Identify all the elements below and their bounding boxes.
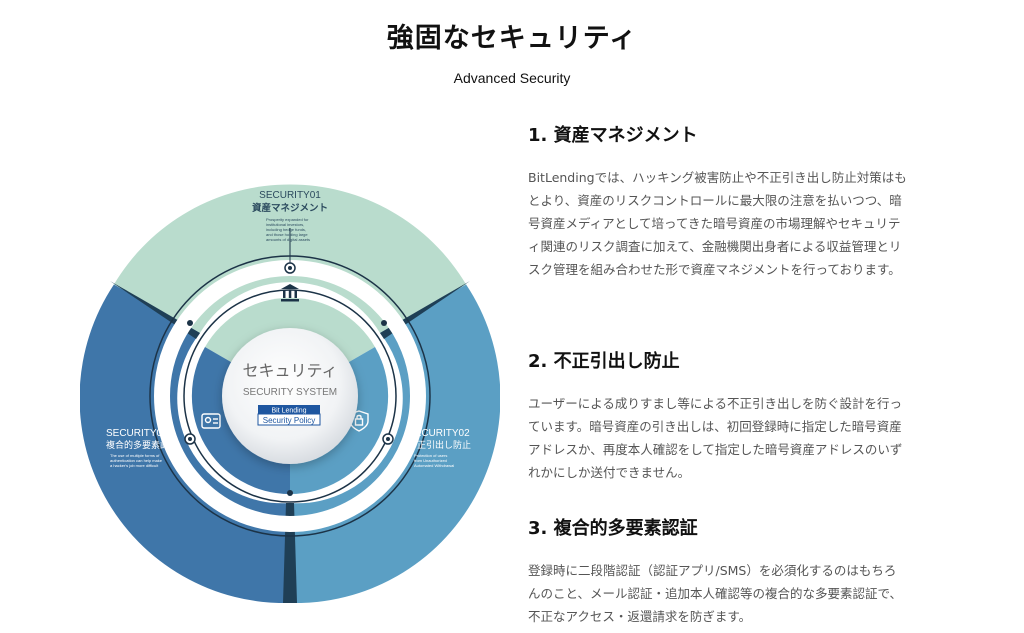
seg3-small-2: a hacker's job more difficult (110, 463, 159, 468)
seg1-label: SECURITY01 (259, 190, 321, 201)
seg2-small-2: Automated Withdrawal (414, 463, 454, 468)
dot-left-inner (188, 437, 192, 441)
seg2-label: SECURITY02 (408, 428, 470, 439)
section-heading: 2. 不正引出し防止 (528, 351, 680, 372)
seg1-small-2: including hedge funds, (266, 227, 306, 232)
body-line: れかにしか送付できません。 (528, 465, 691, 480)
section-multi-factor-auth: 3. 複合的多要素認証 登録時に二段階認証（認証アプリ/SMS）を必須化するのは… (528, 514, 948, 628)
security-diagram: セキュリティ SECURITY SYSTEM Bit Lending Secur… (80, 183, 500, 603)
seg1-small-3: and those holding large (266, 232, 308, 237)
id-card-icon (201, 413, 221, 429)
section-withdrawal-protection: 2. 不正引出し防止 ユーザーによる成りすまし等による不正引き出しを防ぐ設計を行… (528, 347, 948, 484)
center-title: セキュリティ (242, 361, 337, 380)
bank-icon (281, 284, 299, 302)
body-line: ィ関連のリスク調査に加えて、金融機関出身者による収益管理とリ (528, 239, 902, 254)
section-heading: 3. 複合的多要素認証 (528, 518, 698, 539)
dot-right-inner (386, 437, 390, 441)
page-title: 強固なセキュリティ (386, 23, 638, 54)
seg3-title: 複合的多要素認証 (106, 439, 178, 451)
seg2-small-0: Protection of users (414, 453, 447, 458)
seg2-small-1: from Unauthorized (414, 458, 447, 463)
seg1-small-1: institutional investors, (266, 222, 304, 227)
segment-security03 (80, 284, 290, 603)
dot-top-inner (288, 266, 292, 270)
body-line: 不正なアクセス・返還請求を防ぎます。 (528, 609, 752, 624)
seg1-small-4: amounts of digital assets (266, 237, 310, 242)
body-line: スク管理を組み合わせた形で資産マネジメントを行っております。 (528, 262, 901, 277)
seg3-small-0: The use of multiple forms of (110, 453, 160, 458)
badge-line1: Bit Lending (271, 408, 306, 415)
badge-top-bar (258, 405, 320, 414)
center-circle (222, 328, 358, 464)
seg1-small-0: Prosperity expanded for (266, 217, 309, 222)
security-diagram-svg: セキュリティ SECURITY SYSTEM Bit Lending Secur… (80, 184, 500, 603)
seg3-label: SECURITY03 (106, 428, 168, 439)
badge-box (257, 413, 321, 426)
section-heading: 1. 資産マネジメント (528, 125, 698, 146)
section-body: 登録時に二段階認証（認証アプリ/SMS）を必須化するのはもちろ んのこと、メール… (528, 559, 948, 628)
seg1-title: 資産マネジメント (252, 202, 328, 214)
body-line: ユーザーによる成りすまし等による不正引き出しを防ぐ設計を行っ (528, 396, 903, 411)
body-line: んのこと、メール認証・追加本人確認等の複合的な多要素認証で、 (528, 586, 903, 601)
dot-ring-b (287, 490, 293, 496)
dot-ring-tr (381, 320, 387, 326)
dot-ring-tl (187, 320, 193, 326)
body-line: ています。暗号資産の引き出しは、初回登録時に指定した暗号資産 (528, 419, 902, 434)
section-body: BitLendingでは、ハッキング被害防止や不正引き出し防止対策はも とより、… (528, 166, 948, 281)
seg3-small-1: authentication can help make (110, 458, 163, 463)
body-line: 登録時に二段階認証（認証アプリ/SMS）を必須化するのはもちろ (528, 563, 897, 578)
center-subtitle: SECURITY SYSTEM (243, 387, 337, 398)
section-asset-management: 1. 資産マネジメント BitLendingでは、ハッキング被害防止や不正引き出… (528, 121, 948, 281)
body-line: とより、資産のリスクコントロールに最大限の注意を払いつつ、暗 (528, 193, 902, 208)
body-line: アドレスか、再度本人確認をして指定した暗号資産アドレスのいず (528, 442, 903, 457)
badge-line2: Security Policy (263, 416, 315, 425)
body-line: BitLendingでは、ハッキング被害防止や不正引き出し防止対策はも (528, 170, 907, 185)
page-subtitle: Advanced Security (453, 70, 571, 86)
body-line: 号資産メディアとして培ってきた暗号資産の市場理解やセキュリテ (528, 216, 901, 231)
section-body: ユーザーによる成りすまし等による不正引き出しを防ぐ設計を行っ ています。暗号資産… (528, 392, 948, 484)
seg2-title: 不正引出し防止 (408, 439, 471, 451)
segment-security02 (290, 284, 500, 603)
